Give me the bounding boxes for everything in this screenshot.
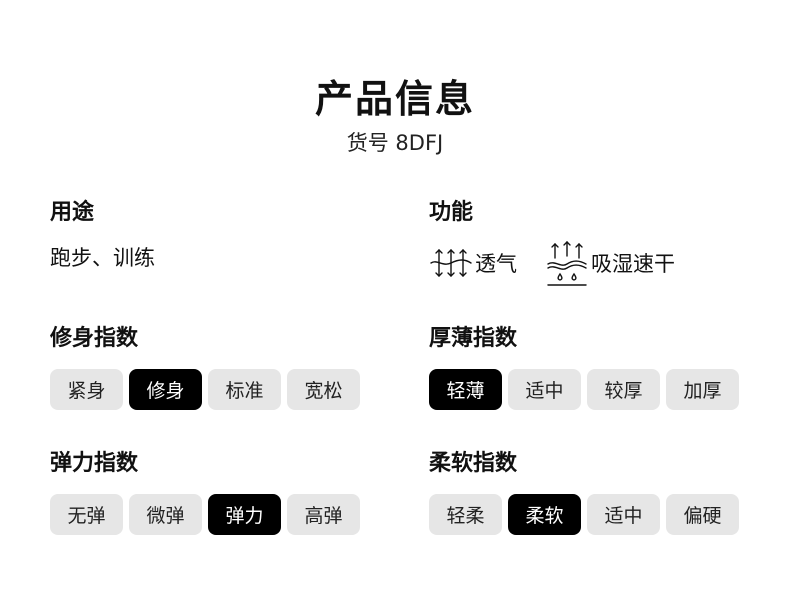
elasticity-option[interactable]: 高弹 xyxy=(287,494,360,535)
feature-moisture-wicking: 吸湿速干 xyxy=(545,240,675,288)
page-title: 产品信息 xyxy=(314,77,475,121)
elasticity-option[interactable]: 无弹 xyxy=(50,494,123,535)
breathable-icon xyxy=(429,247,473,281)
fit-option[interactable]: 标准 xyxy=(208,369,281,410)
usage-value: 跑步、训练 xyxy=(50,246,155,270)
feature-label-moisture-wicking: 吸湿速干 xyxy=(591,252,675,276)
sku-number: 货号 8DFJ xyxy=(346,131,444,155)
softness-section: 柔软指数 轻柔 柔软 适中 偏硬 xyxy=(429,449,739,535)
elasticity-section: 弹力指数 无弹 微弹 弹力 高弹 xyxy=(50,449,360,535)
thickness-options: 轻薄 适中 较厚 加厚 xyxy=(429,369,739,410)
thickness-option[interactable]: 较厚 xyxy=(587,369,660,410)
thickness-label: 厚薄指数 xyxy=(429,326,518,351)
feature-breathable: 透气 xyxy=(429,247,517,281)
thickness-option[interactable]: 加厚 xyxy=(666,369,739,410)
softness-options: 轻柔 柔软 适中 偏硬 xyxy=(429,494,739,535)
softness-label: 柔软指数 xyxy=(429,451,518,476)
softness-option[interactable]: 柔软 xyxy=(508,494,581,535)
function-section: 功能 xyxy=(429,198,703,288)
fit-section: 修身指数 紧身 修身 标准 宽松 xyxy=(50,324,360,410)
fit-option[interactable]: 修身 xyxy=(129,369,202,410)
feature-label-breathable: 透气 xyxy=(475,252,517,276)
thickness-option[interactable]: 轻薄 xyxy=(429,369,502,410)
fit-option[interactable]: 紧身 xyxy=(50,369,123,410)
elasticity-options: 无弹 微弹 弹力 高弹 xyxy=(50,494,360,535)
usage-section: 用途 跑步、训练 xyxy=(50,198,155,273)
usage-label: 用途 xyxy=(50,200,95,225)
elasticity-label: 弹力指数 xyxy=(50,451,139,476)
thickness-section: 厚薄指数 轻薄 适中 较厚 加厚 xyxy=(429,324,739,410)
fit-options: 紧身 修身 标准 宽松 xyxy=(50,369,360,410)
fit-option[interactable]: 宽松 xyxy=(287,369,360,410)
elasticity-option[interactable]: 微弹 xyxy=(129,494,202,535)
page-header: 产品信息 货号 8DFJ xyxy=(0,72,790,158)
moisture-wicking-icon xyxy=(545,240,589,288)
softness-option[interactable]: 偏硬 xyxy=(666,494,739,535)
softness-option[interactable]: 适中 xyxy=(587,494,660,535)
elasticity-option[interactable]: 弹力 xyxy=(208,494,281,535)
fit-label: 修身指数 xyxy=(50,326,139,351)
function-label: 功能 xyxy=(429,200,474,225)
function-list: 透气 xyxy=(429,240,703,288)
thickness-option[interactable]: 适中 xyxy=(508,369,581,410)
softness-option[interactable]: 轻柔 xyxy=(429,494,502,535)
